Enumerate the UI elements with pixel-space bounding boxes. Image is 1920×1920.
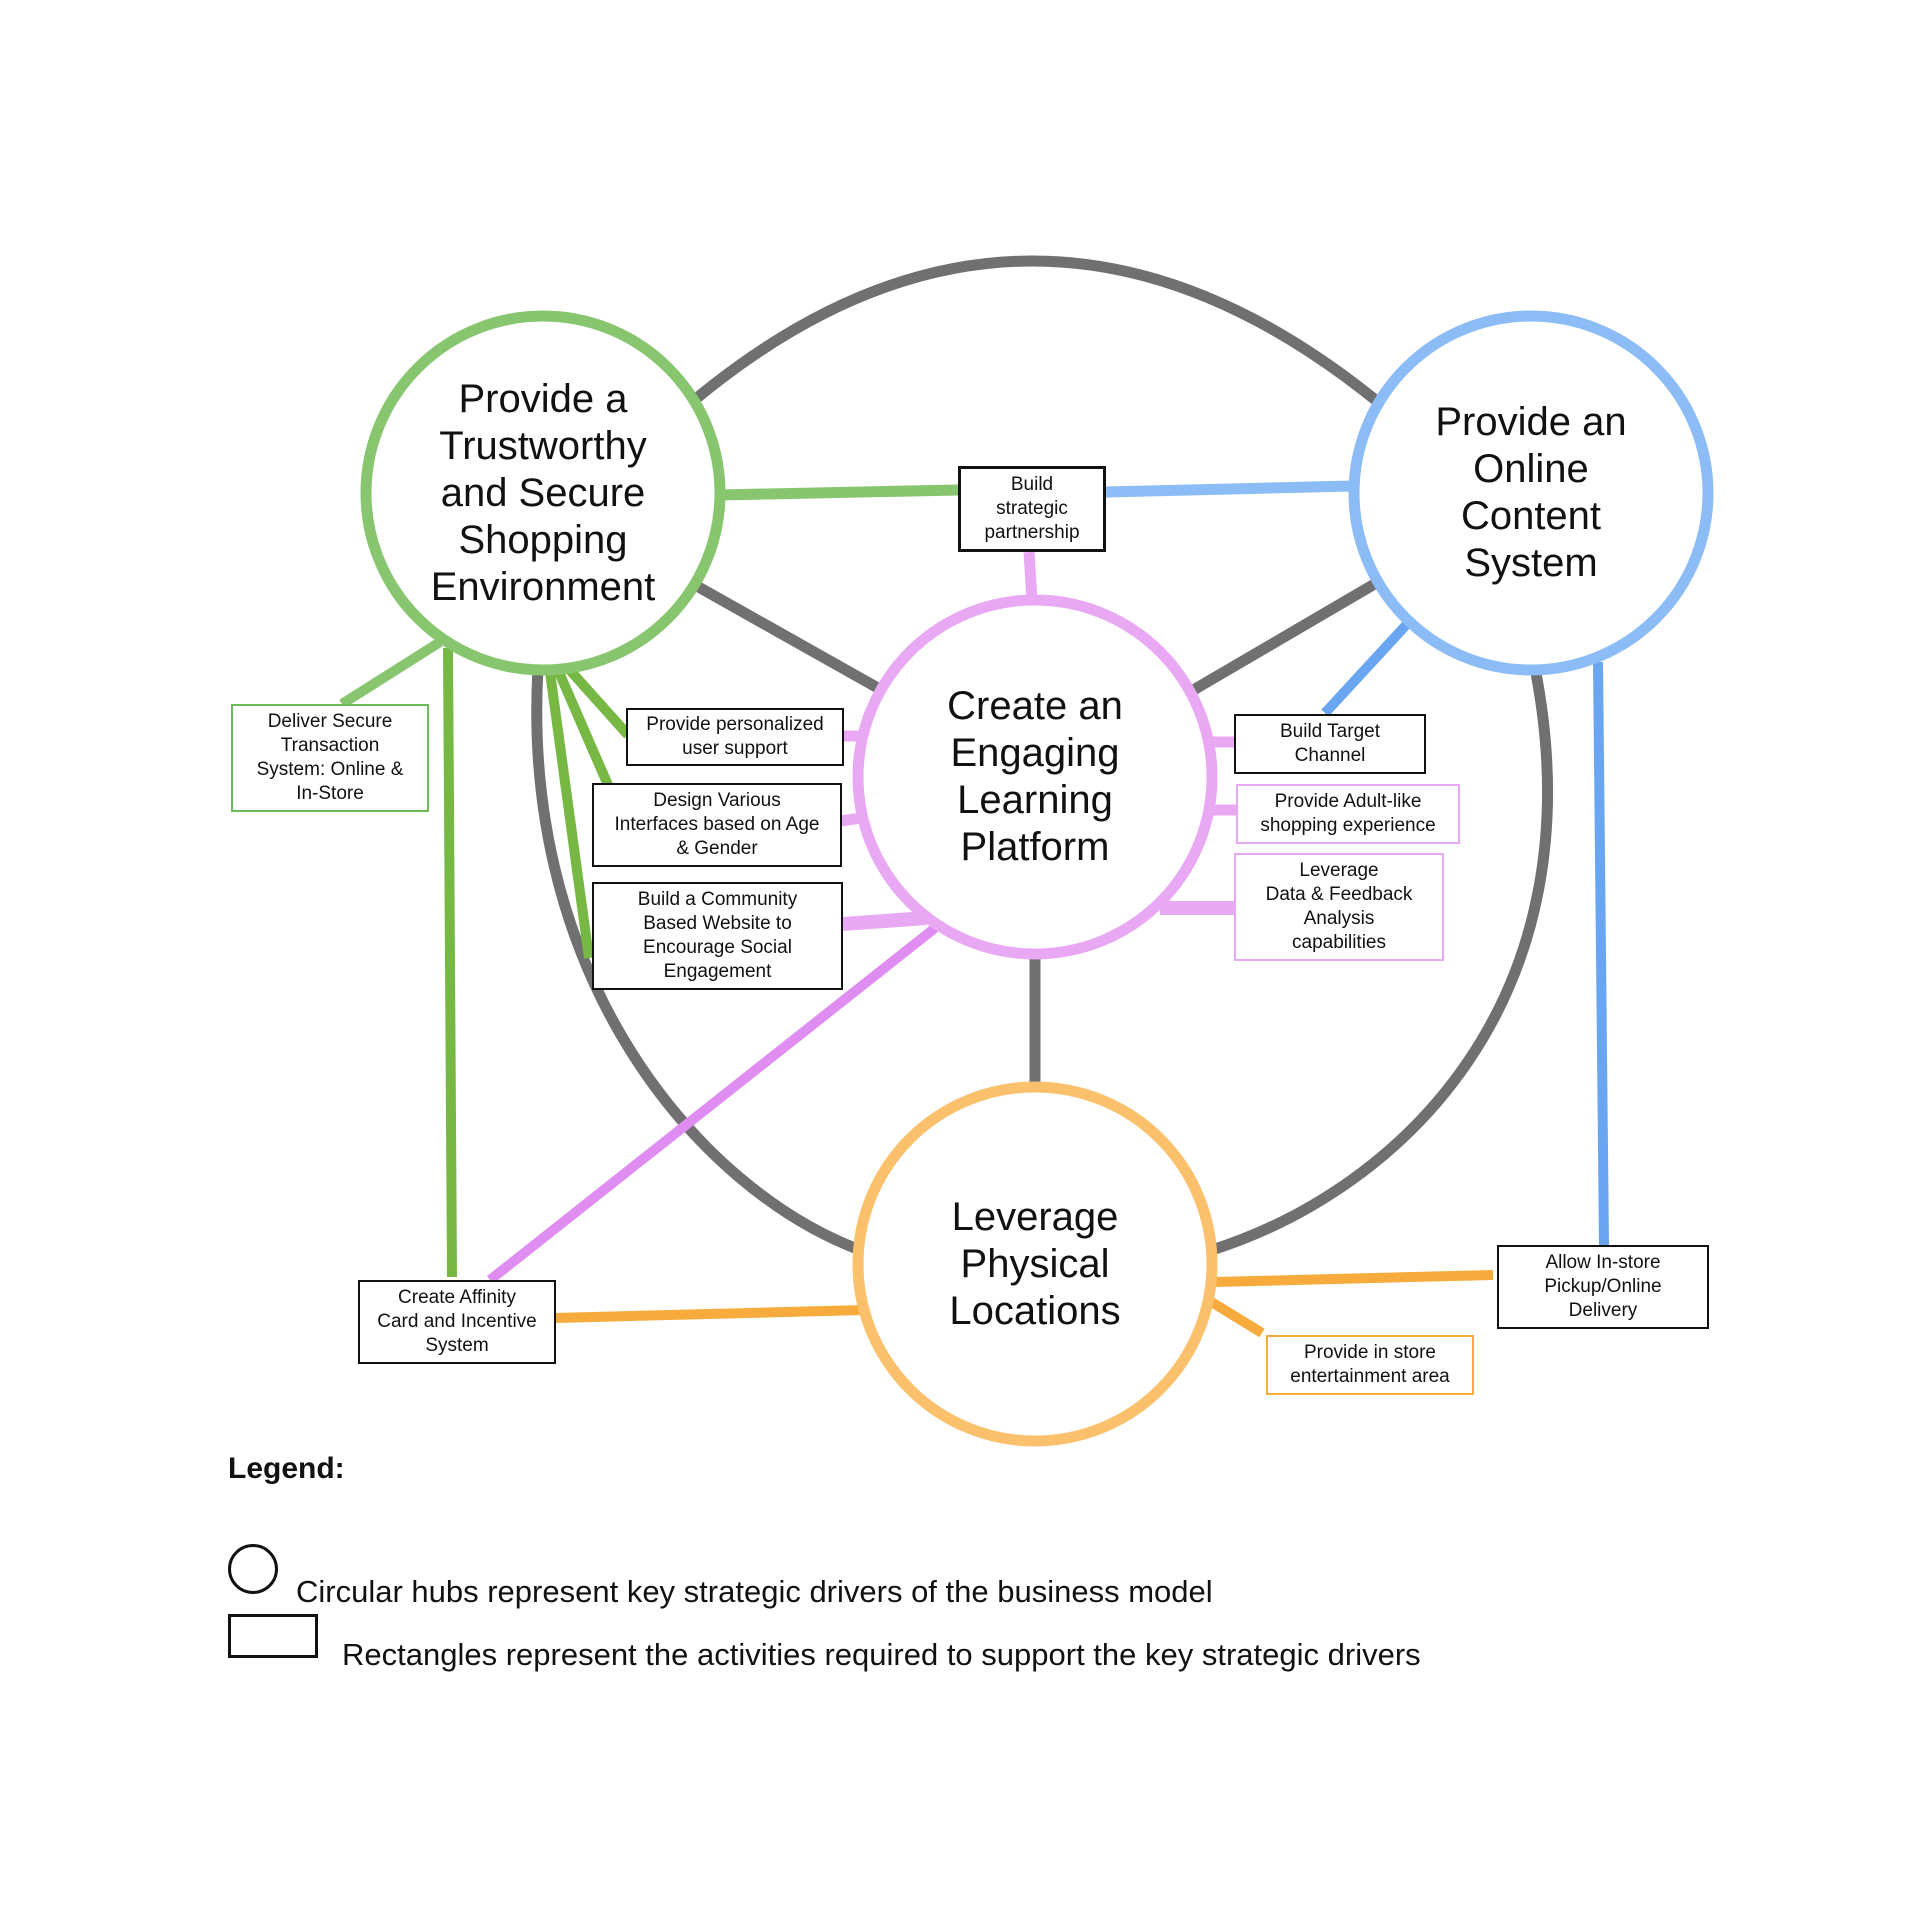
activity-build-strategic-partnership: Build strategic partnership — [958, 466, 1106, 552]
legend-rectangle-text: Rectangles represent the activities requ… — [342, 1637, 1421, 1672]
activity-instore-entertainment: Provide in store entertainment area — [1266, 1335, 1474, 1395]
purple-community-learning — [842, 911, 927, 931]
activity-data-feedback-analysis: Leverage Data & Feedback Analysis capabi… — [1234, 853, 1444, 961]
hub-trust-label: Provide a Trustworthy and Secure Shoppin… — [430, 376, 656, 609]
hub-content-circle — [1348, 310, 1714, 676]
orange-affinity-physical — [554, 1305, 864, 1323]
activity-build-target-channel: Build Target Channel — [1234, 714, 1426, 774]
activity-design-interfaces: Design Various Interfaces based on Age &… — [592, 783, 842, 867]
green-trust-support — [564, 664, 632, 739]
legend-circle-icon — [228, 1544, 278, 1594]
gray-top-arc — [688, 255, 1382, 407]
hub-trust-circle — [360, 310, 726, 676]
blue-content-pickup — [1593, 661, 1609, 1247]
green-trust-partnership — [717, 484, 959, 501]
orange-physical-pickup — [1213, 1270, 1494, 1287]
hub-learning-circle — [852, 594, 1218, 960]
gray-left-arc — [531, 667, 862, 1256]
hub-physical-label: Leverage Physical Locations — [949, 1194, 1121, 1333]
orange-physical-entertainment — [1202, 1293, 1265, 1338]
blue-content-target — [1321, 619, 1412, 717]
green-trust-affinity — [443, 647, 457, 1278]
activity-personalized-user-support: Provide personalized user support — [626, 708, 844, 766]
activity-adult-shopping-experience: Provide Adult-like shopping experience — [1236, 784, 1460, 844]
green-trust-interfaces — [553, 668, 613, 787]
activity-community-website: Build a Community Based Website to Encou… — [592, 882, 843, 990]
purple-learning-affinity — [486, 924, 939, 1284]
hub-learning-label: Create an Engaging Learning Platform — [947, 684, 1123, 869]
legend-title: Legend: — [228, 1452, 345, 1485]
activity-deliver-secure-transaction: Deliver Secure Transaction System: Onlin… — [231, 704, 429, 812]
activity-affinity-card: Create Affinity Card and Incentive Syste… — [358, 1280, 556, 1364]
hub-physical-circle — [852, 1081, 1218, 1447]
green-trust-community — [545, 671, 594, 959]
legend-circle-text: Circular hubs represent key strategic dr… — [296, 1574, 1213, 1609]
purple-partnership-learning — [1023, 551, 1038, 601]
hub-content-label: Provide an Online Content System — [1435, 400, 1627, 585]
activity-instore-pickup-delivery: Allow In-store Pickup/Online Delivery — [1497, 1245, 1709, 1329]
gray-content-learning — [1187, 577, 1381, 697]
gray-trust-learning — [692, 580, 888, 697]
blue-content-partnership — [1105, 480, 1353, 498]
gray-right-arc — [1210, 666, 1553, 1256]
green-trust-transaction — [339, 637, 443, 709]
legend-rectangle-icon — [228, 1614, 318, 1658]
